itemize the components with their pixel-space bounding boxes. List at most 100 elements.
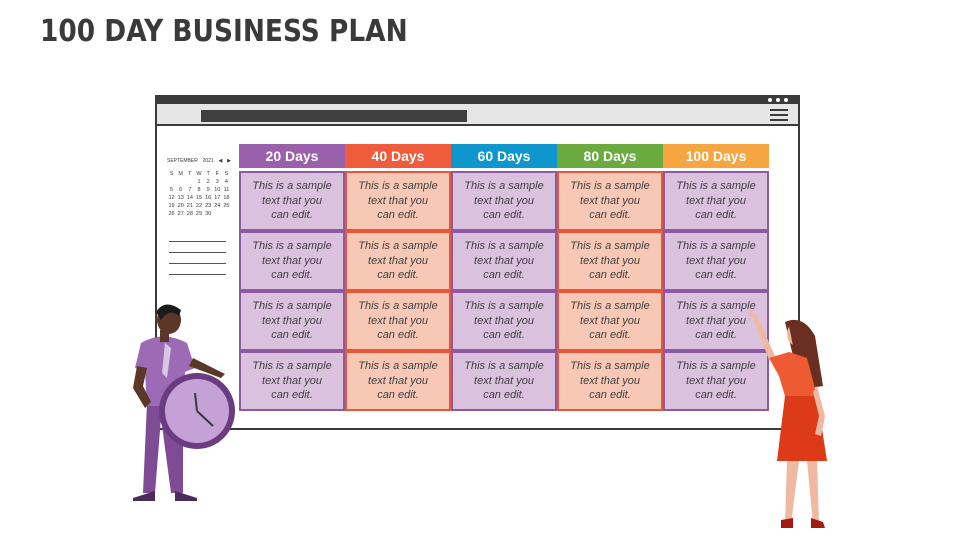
plan-cell-line: This is a sample (676, 360, 756, 373)
calendar-day (222, 211, 231, 217)
calendar-day[interactable]: 26 (168, 211, 175, 217)
calendar-day[interactable]: 3 (215, 179, 219, 185)
plan-cell-line: can edit. (483, 269, 525, 282)
calendar-prev-icon[interactable]: ◀ (218, 158, 223, 164)
plan-cell-line: This is a sample (252, 300, 332, 313)
calendar-year: 2021 (202, 158, 214, 164)
calendar-day[interactable]: 6 (179, 187, 183, 193)
plan-cell-line: This is a sample (252, 240, 332, 253)
calendar-day[interactable]: 23 (205, 203, 212, 209)
calendar-weekday: T (206, 171, 210, 177)
calendar-day[interactable]: 13 (177, 195, 184, 201)
man-with-clock-illustration (133, 304, 235, 501)
plan-cell-line: This is a sample (464, 360, 544, 373)
calendar-day[interactable]: 9 (206, 187, 210, 193)
plan-cell-line: text that you (262, 374, 322, 387)
plan-cell-line: text that you (262, 194, 322, 207)
plan-cell-line: text that you (686, 194, 746, 207)
plan-cell-line: This is a sample (570, 180, 650, 193)
plan-cell-line: can edit. (589, 209, 631, 222)
calendar-day[interactable]: 30 (205, 211, 212, 217)
calendar-day[interactable]: 27 (177, 211, 184, 217)
calendar-day[interactable]: 8 (197, 187, 201, 193)
calendar-day[interactable]: 29 (195, 211, 203, 217)
calendar-weekday: S (169, 171, 174, 177)
calendar-day[interactable]: 11 (223, 187, 230, 193)
calendar-day[interactable]: 25 (223, 203, 230, 209)
plan-cell-line: text that you (686, 314, 746, 327)
plan-cell-line: can edit. (377, 329, 419, 342)
plan-cell-line: text that you (580, 374, 640, 387)
calendar-day[interactable]: 17 (214, 195, 221, 201)
calendar-day[interactable]: 1 (197, 179, 201, 185)
window-dots-icon[interactable] (768, 98, 788, 103)
plan-cell-line: can edit. (589, 269, 631, 282)
calendar-day[interactable]: 10 (214, 187, 221, 193)
plan-cell-line: can edit. (695, 269, 737, 282)
plan-cell-line: text that you (474, 314, 534, 327)
hamburger-menu-icon[interactable] (770, 109, 788, 124)
calendar-next-icon[interactable]: ▶ (227, 158, 231, 164)
calendar-day[interactable]: 2 (206, 179, 210, 185)
plan-cell-line: text that you (686, 254, 746, 267)
plan-cell-line: This is a sample (464, 240, 544, 253)
plan-cell-line: This is a sample (358, 300, 438, 313)
calendar-day (213, 211, 222, 217)
plan-cell-line: This is a sample (252, 180, 332, 193)
calendar-day[interactable]: 19 (168, 203, 175, 209)
calendar-day[interactable]: 12 (168, 195, 175, 201)
plan-cell-line: can edit. (589, 389, 631, 402)
plan-cell-line: can edit. (271, 389, 313, 402)
calendar-day[interactable]: 28 (186, 211, 193, 217)
plan-cell-line: can edit. (377, 269, 419, 282)
address-bar[interactable] (201, 110, 467, 122)
calendar-day[interactable]: 20 (177, 203, 184, 209)
calendar-day[interactable]: 15 (195, 195, 203, 201)
calendar-day[interactable]: 7 (188, 187, 192, 193)
plan-cell-line: text that you (262, 314, 322, 327)
calendar-day[interactable]: 21 (186, 203, 193, 209)
calendar-day[interactable]: 16 (205, 195, 212, 201)
calendar-day[interactable]: 22 (195, 203, 203, 209)
plan-cell-line: This is a sample (676, 300, 756, 313)
plan-cell-line: This is a sample (252, 360, 332, 373)
plan-cell-line: can edit. (377, 209, 419, 222)
calendar-day[interactable]: 4 (224, 179, 228, 185)
calendar-day[interactable]: 5 (170, 187, 174, 193)
plan-cell-line: can edit. (483, 389, 525, 402)
plan-cell-line: can edit. (271, 269, 313, 282)
calendar-day[interactable]: 18 (223, 195, 230, 201)
calendar-day[interactable]: 24 (214, 203, 221, 209)
plan-cell-line: can edit. (695, 329, 737, 342)
calendar-day[interactable]: 14 (186, 195, 193, 201)
